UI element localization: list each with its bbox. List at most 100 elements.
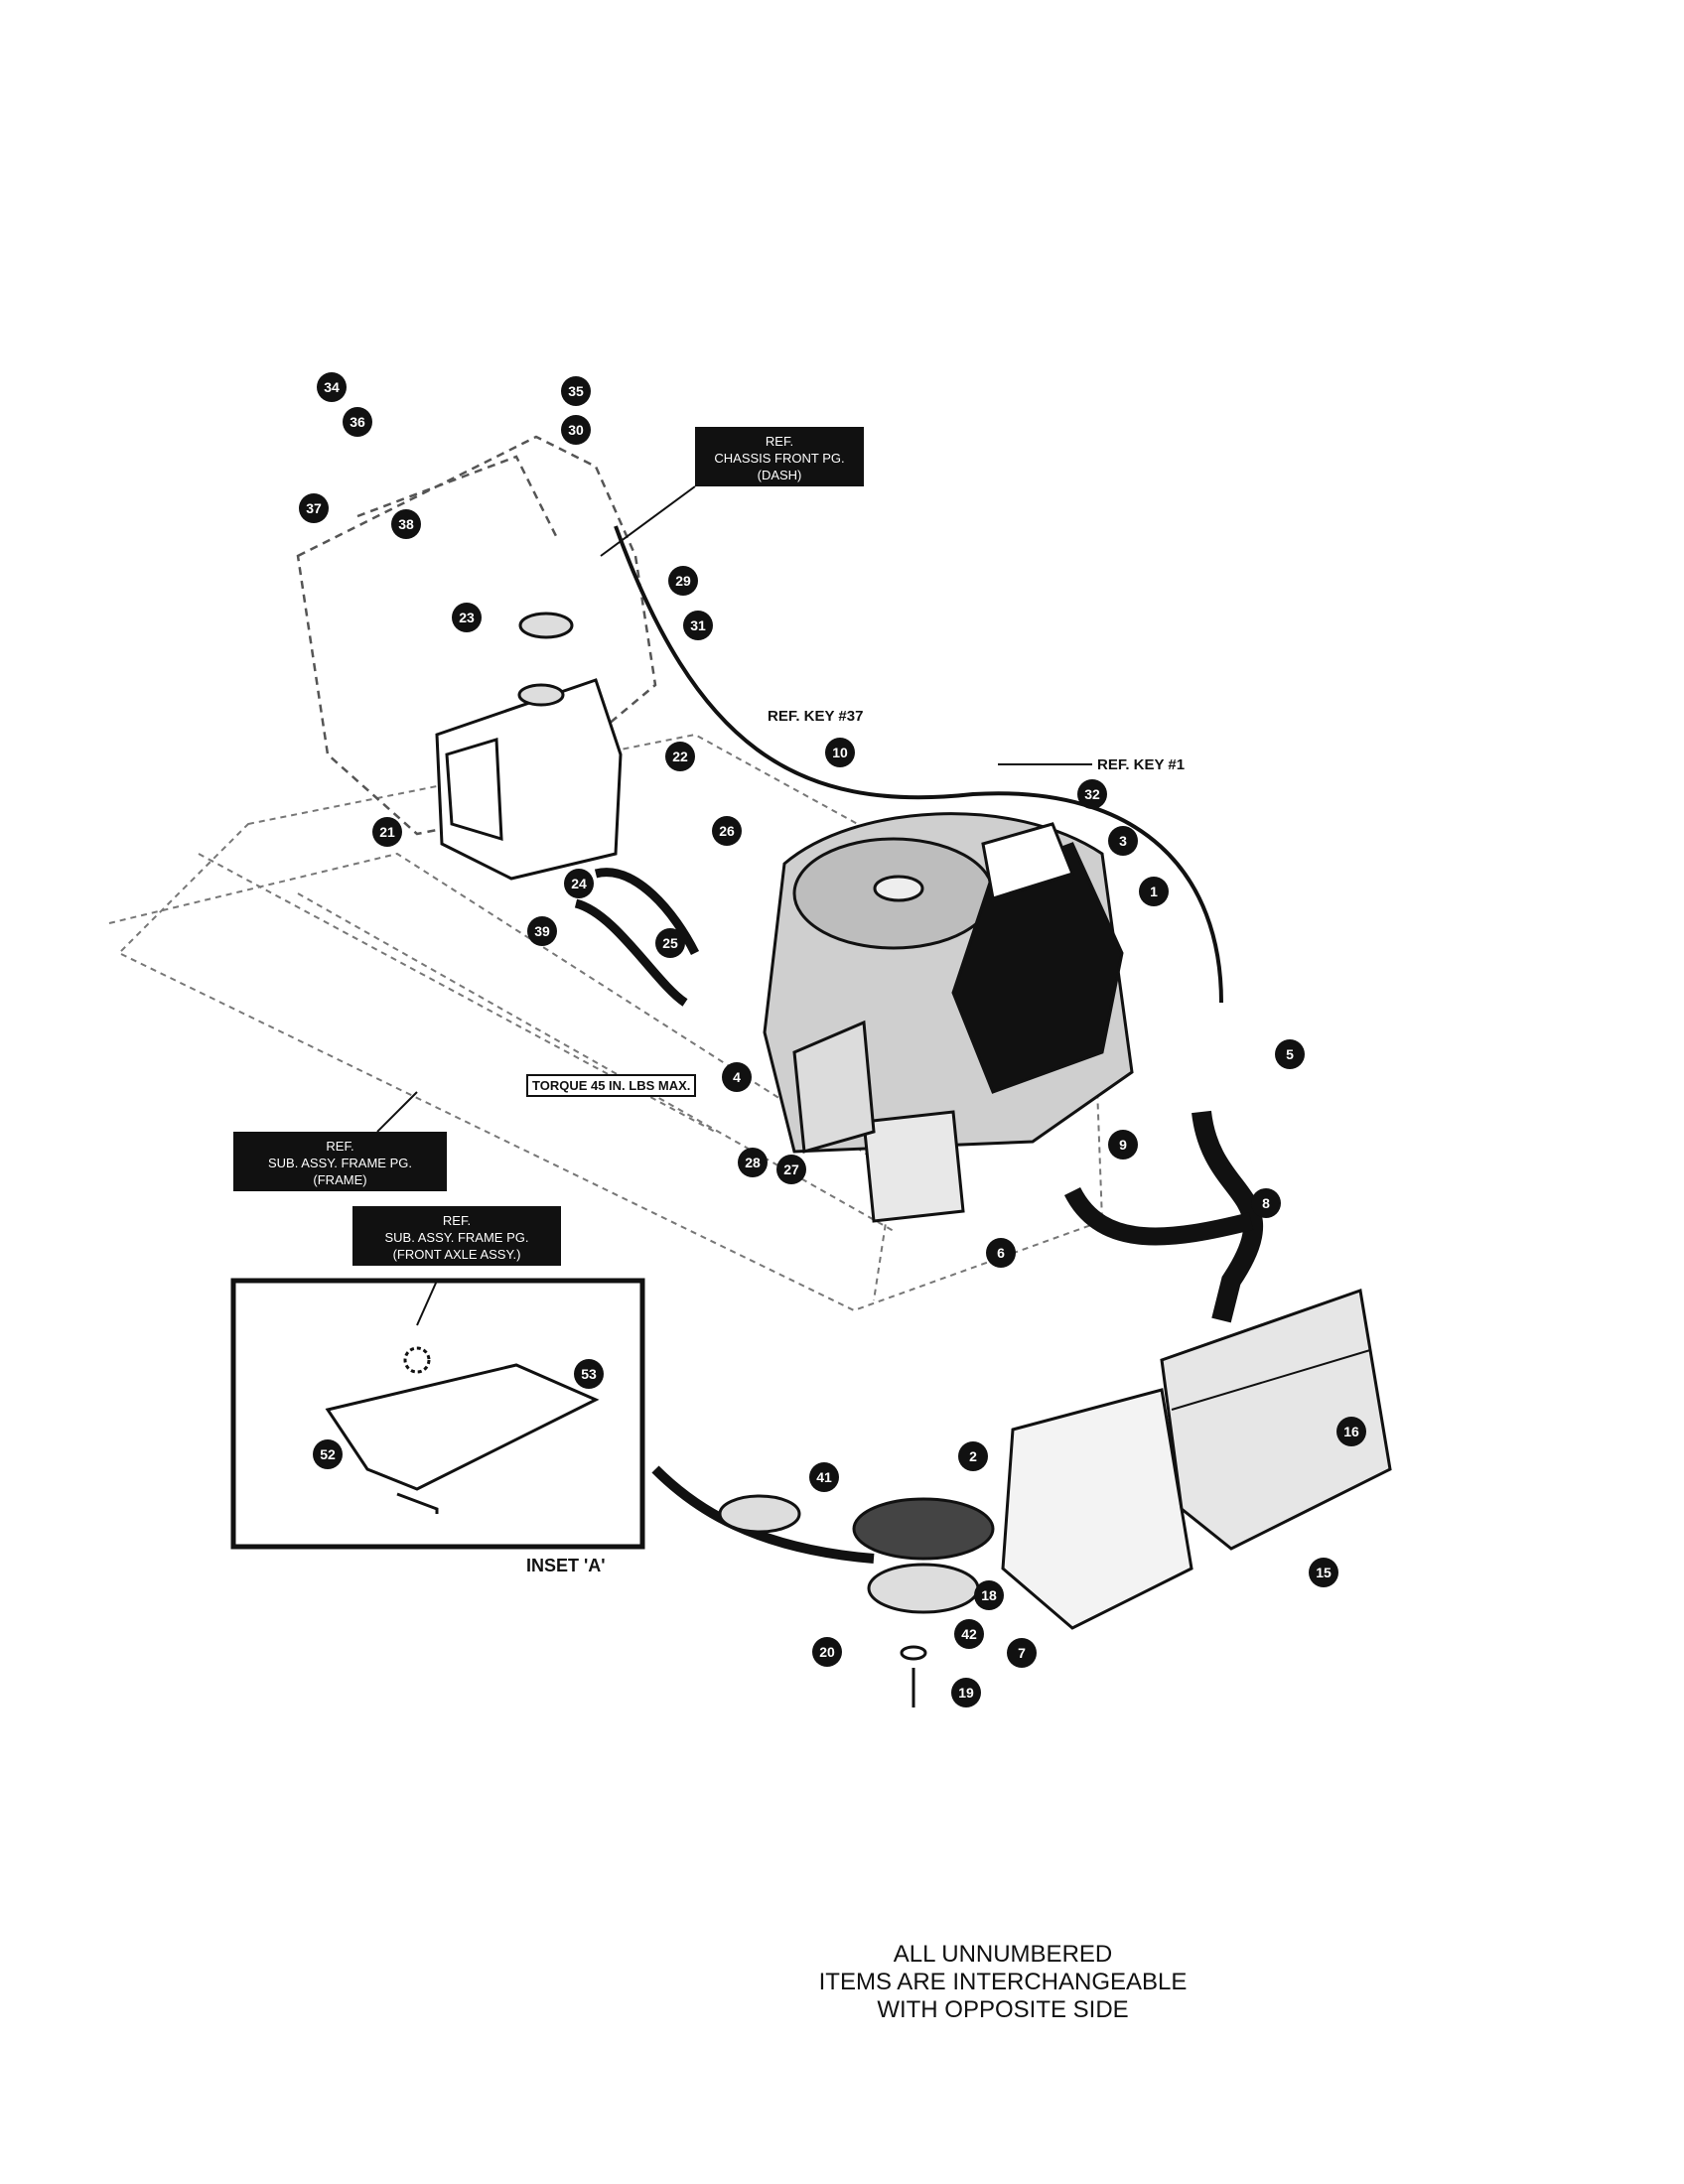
callout-number: 18 [981, 1587, 997, 1603]
callout-number: 53 [581, 1366, 597, 1382]
callout-circle [958, 1441, 988, 1471]
leader [416, 1280, 438, 1326]
callout-circle [951, 1678, 981, 1707]
callout-circle [299, 493, 329, 523]
callout-badge: 22 [665, 742, 695, 771]
ref-key-1-label: REF. KEY #1 [1097, 756, 1186, 773]
callout-badge: 21 [372, 817, 402, 847]
ref-line: (DASH) [757, 468, 802, 482]
callout-badge: 20 [812, 1637, 842, 1667]
callout-number: 23 [459, 610, 475, 625]
callout-number: 39 [534, 923, 550, 939]
callout-number: 4 [733, 1069, 741, 1085]
callout-circle [564, 869, 594, 898]
callout-number: 42 [961, 1626, 977, 1642]
callout-circle [809, 1462, 839, 1492]
callout-badge: 26 [712, 816, 742, 846]
callout-badge: 38 [391, 509, 421, 539]
torque-label: TORQUE 45 IN. LBS MAX. [526, 1074, 697, 1097]
inset-box [230, 1278, 645, 1550]
callout-badge: 2 [958, 1441, 988, 1471]
callout-badge: 29 [668, 566, 698, 596]
ref-line: (FRONT AXLE ASSY.) [392, 1247, 521, 1262]
callout-number: 27 [783, 1161, 799, 1177]
inset-bracket [325, 1346, 600, 1514]
ref-line: REF. [765, 434, 794, 449]
callout-number: 37 [306, 500, 322, 516]
callout-badge: 6 [986, 1238, 1016, 1268]
callout-badge: 52 [313, 1439, 343, 1469]
callout-circle [655, 928, 685, 958]
callout-circle [452, 603, 482, 632]
callout-badge: 53 [574, 1359, 604, 1389]
callout-badge: 3 [1108, 826, 1138, 856]
callout-badge: 32 [1077, 779, 1107, 809]
exhaust [1001, 1110, 1392, 1630]
callout-number: 21 [379, 824, 395, 840]
callout-circle [1309, 1558, 1338, 1587]
callout-circle [776, 1155, 806, 1184]
callout-badge: 35 [561, 376, 591, 406]
callout-badge: 34 [317, 372, 347, 402]
callout-number: 2 [969, 1448, 977, 1464]
callout-badge: 28 [738, 1148, 768, 1177]
callout-number: 34 [324, 379, 340, 395]
callout-circle [574, 1359, 604, 1389]
callout-circle [812, 1637, 842, 1667]
callout-circle [1251, 1188, 1281, 1218]
callout-number: 5 [1286, 1046, 1294, 1062]
callout-badge: 8 [1251, 1188, 1281, 1218]
callout-badge: 9 [1108, 1130, 1138, 1160]
callout-number: 26 [719, 823, 735, 839]
callout-number: 20 [819, 1644, 835, 1660]
callout-number: 8 [1262, 1195, 1270, 1211]
callout-circle [1275, 1039, 1305, 1069]
callout-circle [665, 742, 695, 771]
callout-badge: 41 [809, 1462, 839, 1492]
callout-badge: 5 [1275, 1039, 1305, 1069]
ref-line: REF. [442, 1213, 472, 1228]
dash-panel [296, 435, 657, 836]
ref-key-37-label: REF. KEY #37 [768, 708, 864, 725]
callout-number: 1 [1150, 884, 1158, 899]
ref-frame: REF. SUB. ASSY. FRAME PG. (FRAME) [233, 1132, 447, 1191]
engine [763, 812, 1134, 1223]
callout-badge: 23 [452, 603, 482, 632]
callout-circle [343, 407, 372, 437]
callout-badge: 42 [954, 1619, 984, 1649]
callout-circle [391, 509, 421, 539]
callout-badge: 16 [1336, 1417, 1366, 1446]
callout-number: 3 [1119, 833, 1127, 849]
callout-circle [974, 1580, 1004, 1610]
callout-badge: 25 [655, 928, 685, 958]
callout-badge: 19 [951, 1678, 981, 1707]
callout-number: 29 [675, 573, 691, 589]
callout-circle [1077, 779, 1107, 809]
callout-badge: 37 [299, 493, 329, 523]
callout-number: 36 [350, 414, 365, 430]
note-line: WITH OPPOSITE SIDE [877, 1996, 1129, 2023]
callout-circle [1139, 877, 1169, 906]
callout-number: 41 [816, 1469, 832, 1485]
callout-number: 10 [832, 745, 848, 760]
ref-line: CHASSIS FRONT PG. [714, 451, 845, 466]
callout-circle [668, 566, 698, 596]
ref-line: SUB. ASSY. FRAME PG. [384, 1230, 529, 1245]
callout-circle [954, 1619, 984, 1649]
callout-badge: 30 [561, 415, 591, 445]
callout-circle [738, 1148, 768, 1177]
callout-badge: 4 [722, 1062, 752, 1092]
callout-number: 35 [568, 383, 584, 399]
callout-number: 6 [997, 1245, 1005, 1261]
callout-number: 7 [1018, 1645, 1026, 1661]
callout-number: 9 [1119, 1137, 1127, 1153]
leader [600, 485, 696, 557]
footer-note: ALL UNNUMBERED ITEMS ARE INTERCHANGEABLE… [784, 1941, 1221, 2024]
note-line: ITEMS ARE INTERCHANGEABLE [818, 1969, 1188, 1995]
callout-circle [561, 415, 591, 445]
ref-front-axle: REF. SUB. ASSY. FRAME PG. (FRONT AXLE AS… [352, 1206, 561, 1266]
callout-number: 24 [571, 876, 587, 891]
callout-number: 52 [320, 1446, 336, 1462]
callout-badge: 7 [1007, 1638, 1037, 1668]
